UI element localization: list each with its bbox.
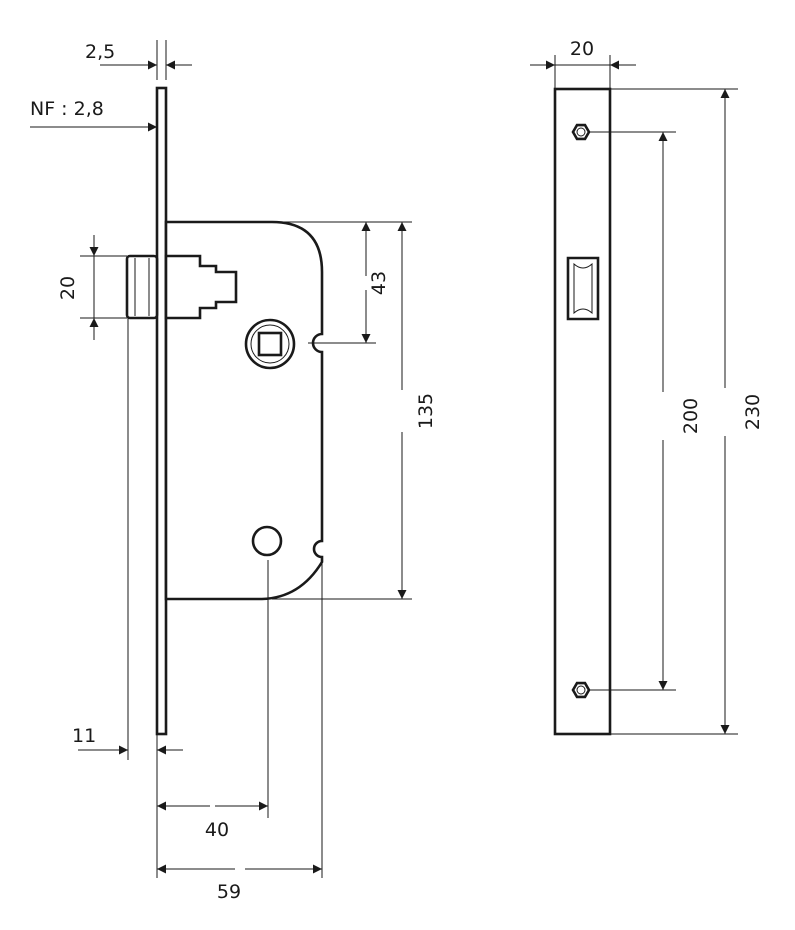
dim-case-depth: 59 — [217, 881, 241, 903]
dim-case-height: 135 — [415, 393, 437, 429]
spindle-follower — [244, 318, 296, 370]
top-screw — [571, 123, 591, 141]
front-plate — [553, 87, 612, 736]
dim-faceplate-thickness: 2,5 — [85, 41, 115, 63]
faceplate — [155, 86, 168, 736]
latch-opening — [566, 256, 600, 321]
dim-screw-spacing: 200 — [680, 398, 702, 434]
dim-plate-width: 20 — [570, 38, 594, 60]
latch-bolt — [125, 254, 238, 320]
lock-body-side-view: 2,5 NF : 2,8 20 43 135 11 40 59 — [30, 40, 437, 903]
dim-plate-length: 230 — [742, 394, 764, 430]
dim-latch-projection: 11 — [72, 725, 96, 747]
dim-faceplate-nf: NF : 2,8 — [30, 98, 104, 120]
dim-backset: 40 — [205, 819, 229, 841]
dim-spindle-to-top: 43 — [368, 271, 390, 295]
lock-case — [164, 220, 324, 601]
cylinder-hole — [251, 525, 283, 557]
dim-latch-height: 20 — [57, 276, 79, 300]
faceplate-front-view: 20 200 230 — [530, 38, 764, 736]
bottom-screw — [571, 681, 591, 699]
